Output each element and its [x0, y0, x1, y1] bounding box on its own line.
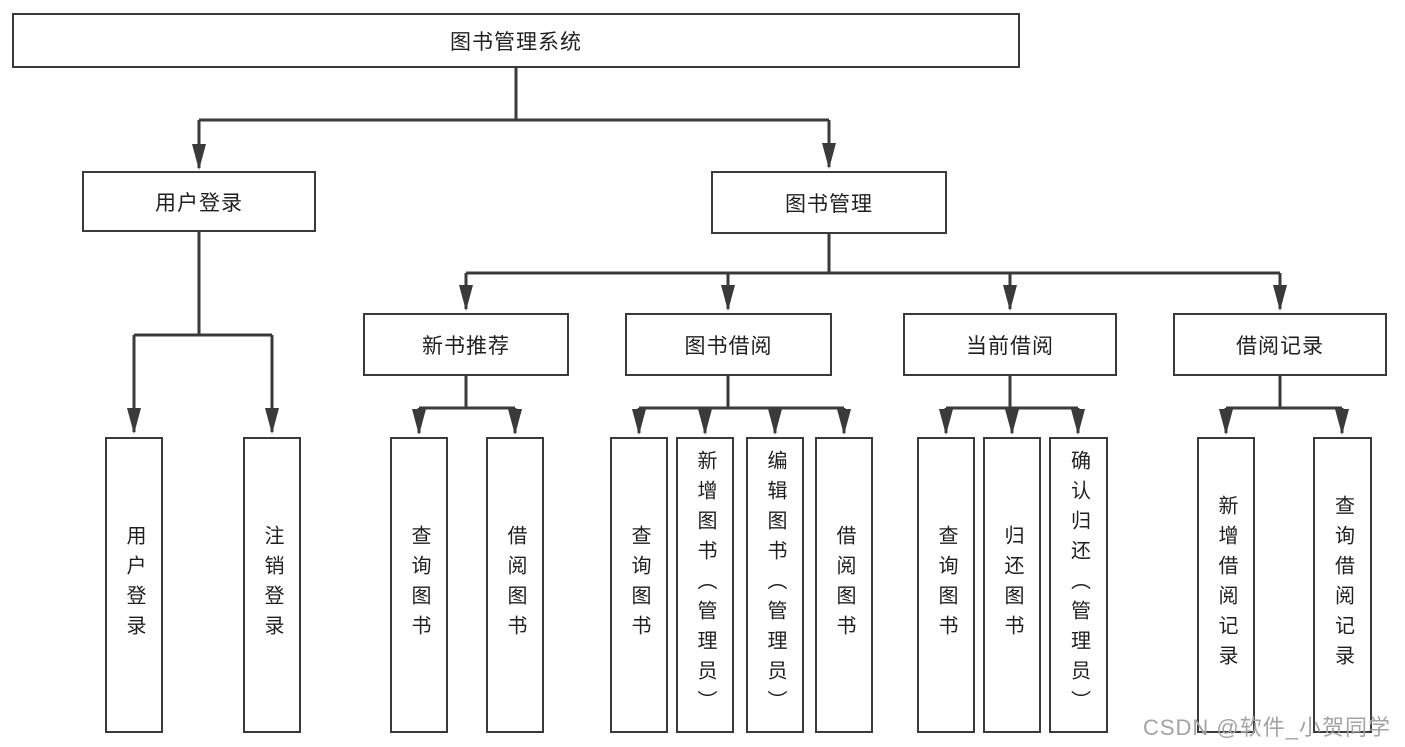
node-label: 当前借阅 [966, 334, 1054, 358]
leaf-label: 新增借阅记录 [1215, 495, 1237, 675]
node-label: 图书借阅 [684, 334, 773, 358]
leaf-logout: 注销登录 [243, 437, 301, 733]
leaf-label: 查询图书 [628, 525, 650, 645]
leaf-edit-book-admin: 编辑图书（管理员） [746, 437, 804, 733]
leaf-borrow-books-recommend: 借阅图书 [486, 437, 544, 733]
node-current-borrowing: 当前借阅 [903, 313, 1117, 376]
leaf-label: 查询图书 [935, 525, 957, 645]
leaf-label: 借阅图书 [504, 525, 526, 645]
leaf-return-books: 归还图书 [983, 437, 1041, 733]
leaf-label: 确认归还（管理员） [1067, 450, 1090, 720]
node-label: 用户登录 [155, 191, 243, 215]
leaf-label: 注销登录 [261, 525, 283, 645]
leaf-label: 借阅图书 [833, 525, 855, 645]
node-new-book-recommend: 新书推荐 [363, 313, 569, 376]
leaf-borrow-books: 借阅图书 [815, 437, 873, 733]
node-label: 图书管理系统 [450, 30, 582, 54]
node-label: 图书管理 [785, 192, 873, 216]
node-user-login: 用户登录 [82, 171, 316, 232]
node-book-borrowing: 图书借阅 [625, 313, 832, 376]
leaf-user-login: 用户登录 [105, 437, 163, 733]
leaf-add-book-admin: 新增图书（管理员） [676, 437, 734, 733]
leaf-add-borrow-record: 新增借阅记录 [1197, 437, 1255, 733]
node-borrowing-records: 借阅记录 [1173, 313, 1387, 376]
leaf-label: 用户登录 [123, 525, 145, 645]
node-label: 借阅记录 [1236, 334, 1324, 358]
leaf-query-books-recommend: 查询图书 [390, 437, 448, 733]
leaf-label: 归还图书 [1001, 525, 1023, 645]
node-library-management-system: 图书管理系统 [12, 13, 1020, 68]
node-label: 新书推荐 [422, 334, 510, 358]
node-book-management: 图书管理 [711, 171, 947, 234]
leaf-label: 查询借阅记录 [1331, 495, 1354, 675]
leaf-label: 新增图书（管理员） [694, 450, 716, 720]
leaf-label: 查询图书 [408, 525, 430, 645]
csdn-watermark: CSDN @软件_小贺同学 [1142, 715, 1391, 740]
leaf-confirm-return-admin: 确认归还（管理员） [1049, 437, 1108, 733]
leaf-query-books-borrow: 查询图书 [610, 437, 668, 733]
leaf-query-books-current: 查询图书 [917, 437, 975, 733]
leaf-query-borrow-record: 查询借阅记录 [1313, 437, 1372, 733]
leaf-label: 编辑图书（管理员） [764, 450, 786, 720]
